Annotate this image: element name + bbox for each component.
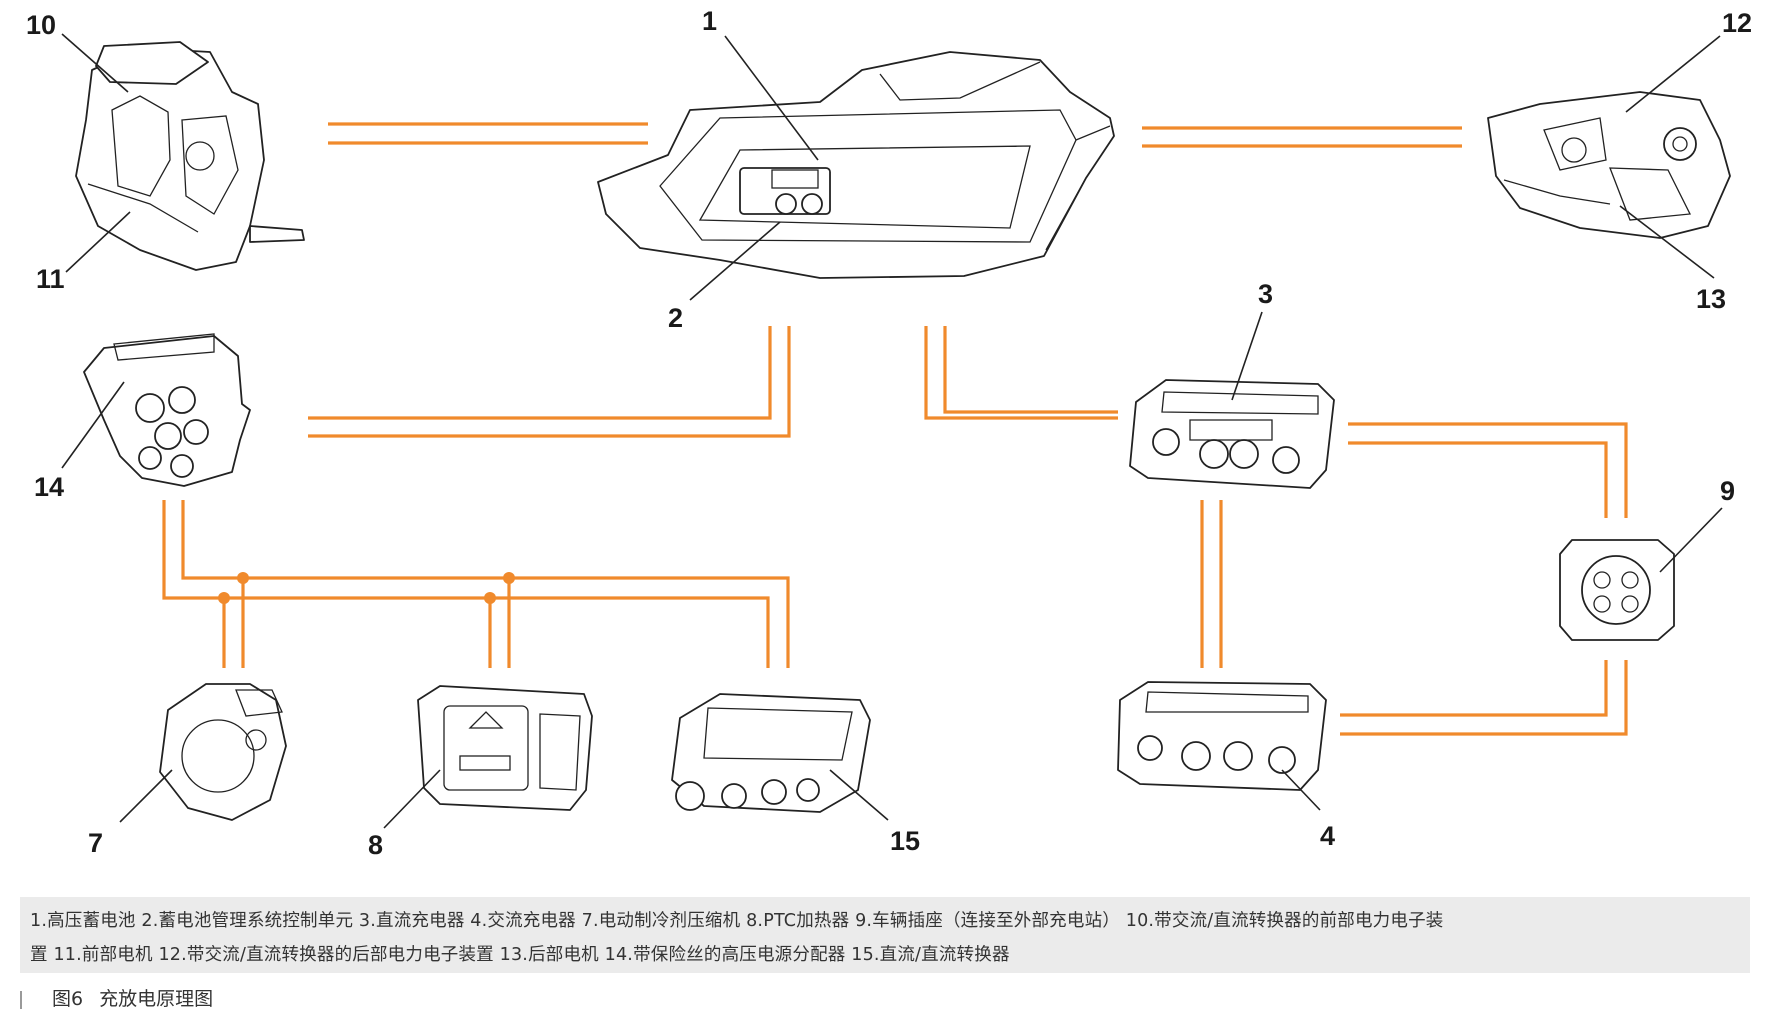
dcdc-converter-illustration xyxy=(671,693,871,813)
front-electronics-motor-illustration xyxy=(75,41,305,271)
cable-distributor-bus-b xyxy=(181,500,790,668)
leader-lines xyxy=(61,33,1723,829)
callout-11: 11 xyxy=(36,264,65,294)
callout-9: 9 xyxy=(1720,476,1735,506)
callout-4: 4 xyxy=(1320,821,1335,851)
cable-battery-distributor-a xyxy=(308,326,772,420)
callout-14: 14 xyxy=(34,472,64,502)
dc-charger-illustration xyxy=(1129,379,1335,489)
rear-electronics-motor-illustration xyxy=(1487,91,1731,239)
legend-line-1: 1.高压蓄电池 2.蓄电池管理系统控制单元 3.直流充电器 4.交流充电器 7.… xyxy=(30,911,1444,931)
caption-marker xyxy=(20,990,22,1009)
cable-inlet-ac-charger-b xyxy=(1340,660,1628,736)
cable-distributor-bus-a xyxy=(162,500,770,668)
junction-dot xyxy=(237,572,249,584)
callout-15: 15 xyxy=(890,826,920,856)
callout-13: 13 xyxy=(1696,284,1726,314)
compressor-illustration xyxy=(159,683,287,821)
cable-battery-distributor-b xyxy=(308,326,791,438)
figure-caption: 图6 充放电原理图 xyxy=(20,986,213,1012)
ac-charger-illustration xyxy=(1117,681,1327,791)
charging-inlet-illustration xyxy=(1559,539,1675,641)
hv-distributor-illustration xyxy=(83,333,251,487)
callout-2: 2 xyxy=(668,303,683,333)
hv-cables xyxy=(162,122,1628,736)
cable-battery-dc-charger-b xyxy=(943,326,1118,414)
ptc-heater-illustration xyxy=(417,685,593,811)
callout-3: 3 xyxy=(1258,279,1273,309)
cable-dc-charger-inlet-a xyxy=(1348,422,1628,518)
figure-number: 图6 xyxy=(52,988,84,1010)
cable-dc-charger-inlet-b xyxy=(1348,441,1608,518)
junction-dot xyxy=(484,592,496,604)
junction-dot xyxy=(218,592,230,604)
battery-illustration xyxy=(597,51,1115,279)
callout-1: 1 xyxy=(702,6,717,36)
junction-dot xyxy=(503,572,515,584)
charging-discharging-diagram: 1 2 3 4 7 8 9 10 11 12 13 14 15 xyxy=(26,6,1752,860)
cable-battery-dc-charger-a xyxy=(924,326,1118,420)
cable-inlet-ac-charger-a xyxy=(1340,660,1608,717)
legend-line-2: 置 11.前部电机 12.带交流/直流转换器的后部电力电子装置 13.后部电机 … xyxy=(30,945,1010,965)
callout-10: 10 xyxy=(26,10,56,40)
callout-7: 7 xyxy=(88,828,103,858)
callout-12: 12 xyxy=(1722,8,1752,38)
component-legend: 1.高压蓄电池 2.蓄电池管理系统控制单元 3.直流充电器 4.交流充电器 7.… xyxy=(20,897,1750,973)
callout-8: 8 xyxy=(368,830,383,860)
callout-numbers: 1 2 3 4 7 8 9 10 11 12 13 14 15 xyxy=(26,6,1752,860)
figure-title: 充放电原理图 xyxy=(99,988,214,1010)
